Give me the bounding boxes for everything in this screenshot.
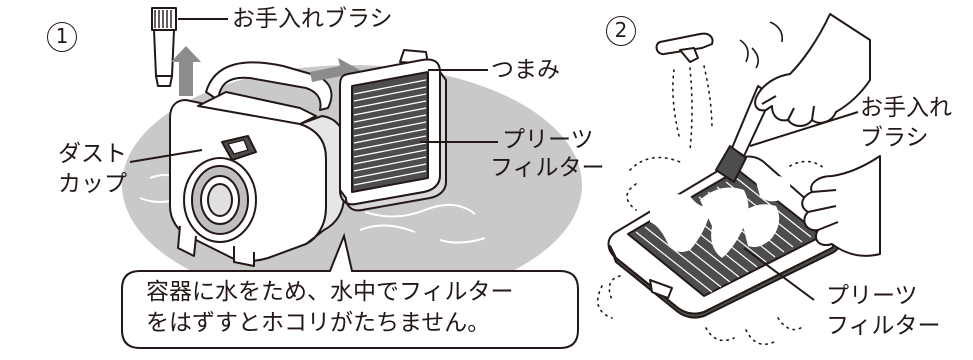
step1-tab-label: つまみ (491, 57, 560, 83)
step1-leader-lines (129, 69, 498, 163)
lower-hand (801, 155, 881, 257)
step2-filter-label-line1: プリーツ (826, 283, 918, 309)
upper-hand (754, 13, 871, 127)
step1-cleaning-brush (151, 7, 177, 87)
step2-filter-label-line2: フィルター (826, 313, 941, 339)
callout-note-line1: 容器に水をため、水中でフィルター (146, 279, 514, 305)
splash-dots (596, 156, 856, 346)
dust-cup-label-line2: カップ (58, 171, 127, 197)
dust-cup (169, 61, 345, 267)
lift-up-arrow (171, 46, 201, 96)
dust-cup-label-line1: ダスト (58, 141, 127, 167)
callout-note-line2: をはずすとホコリがたちません。 (146, 310, 491, 336)
falling-water (672, 65, 713, 151)
callout-box (121, 232, 579, 349)
step2-brush-label-line2: ブラシ (860, 125, 929, 151)
step1-brush-label: お手入れブラシ (232, 6, 393, 32)
step2-leader-lines (743, 111, 859, 301)
step2-number: 2 (606, 16, 636, 46)
step1-pleated-filter (339, 49, 447, 212)
step1-number: 1 (47, 22, 77, 52)
step2-brush-label-line1: お手入れ (860, 95, 952, 121)
water-splash (650, 175, 791, 258)
motion-marks (739, 21, 784, 69)
step1-filter-pleats (353, 79, 427, 186)
step1-filter-label-line1: プリーツ (502, 127, 594, 153)
callout-note: 容器に水をため、水中でフィルター をはずすとホコリがたちません。 (120, 271, 578, 348)
step1-filter-label-line2: フィルター (490, 155, 605, 181)
faucet (655, 32, 714, 63)
